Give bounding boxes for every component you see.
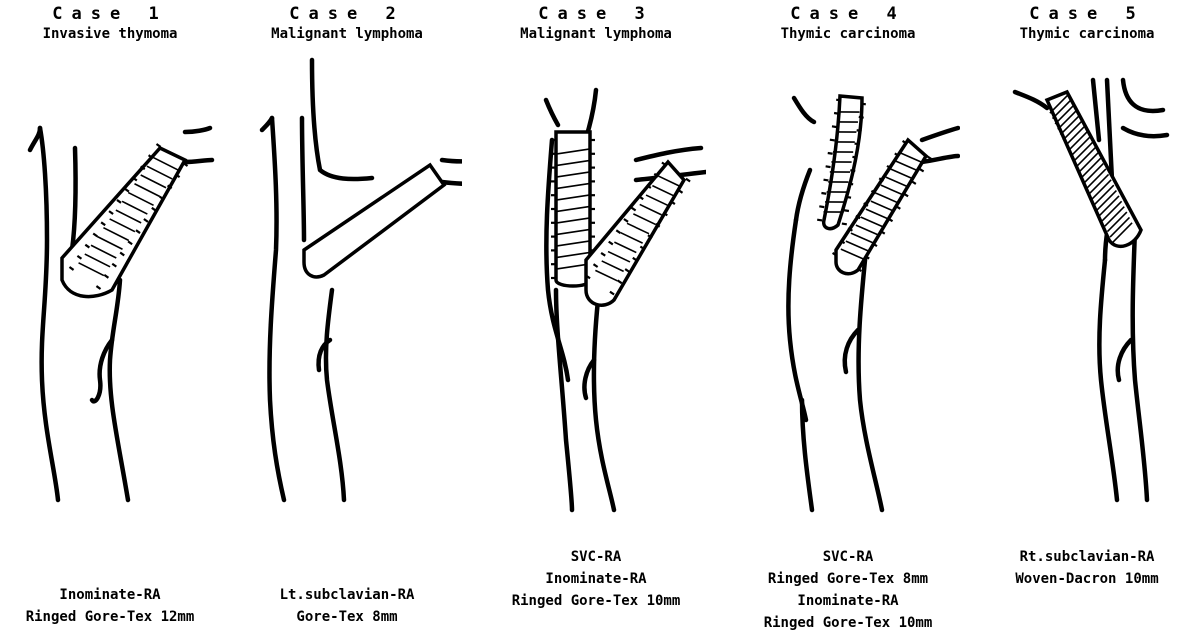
case-2-caption-line: Lt.subclavian-RA [232, 584, 462, 606]
case-5-caption-line: Rt.subclavian-RA [985, 546, 1189, 568]
case-5-graft [1047, 92, 1141, 246]
case-1-graft [62, 144, 188, 297]
suture-tick [904, 194, 908, 197]
case-4-diagram [736, 0, 960, 520]
case-3-graft-inominate [586, 162, 690, 305]
case-3-panel: Case 3 Malignant lymphoma SVC-RA Inomina… [486, 0, 706, 642]
case-5-panel: Case 5 Thymic carcinoma Rt.subclavian-RA… [985, 0, 1189, 642]
case-4-caption-line: Ringed Gore-Tex 8mm [736, 568, 960, 590]
case-2-caption: Lt.subclavian-RA Gore-Tex 8mm [232, 584, 462, 628]
suture-tick [855, 144, 860, 145]
case-2-caption-line: Gore-Tex 8mm [232, 606, 462, 628]
suture-tick [819, 206, 824, 207]
case-4-caption-line: Ringed Gore-Tex 10mm [736, 612, 960, 634]
case-4-caption-line: Inominate-RA [736, 590, 960, 612]
case-2-graft [304, 165, 444, 277]
suture-tick [834, 113, 839, 114]
case-3-caption-line: Ringed Gore-Tex 10mm [486, 590, 706, 612]
case-3-caption-line: Inominate-RA [486, 568, 706, 590]
case-4-graft-svc [817, 96, 866, 229]
suture-tick [912, 181, 916, 184]
case-4-panel: Case 4 Thymic carcinoma SVC-RA Ringed Go… [736, 0, 960, 642]
suture-tick [817, 220, 822, 221]
suture-tick [927, 156, 931, 159]
suture-tick [686, 179, 690, 182]
case-3-caption: SVC-RA Inominate-RA Ringed Gore-Tex 10mm [486, 546, 706, 612]
case-2-panel: Case 2 Malignant lymphoma Lt.subclavian-… [232, 0, 462, 642]
case-4-caption: SVC-RA Ringed Gore-Tex 8mm Inominate-RA … [736, 546, 960, 634]
suture-tick [842, 224, 847, 225]
suture-tick [832, 126, 837, 127]
suture-tick [828, 153, 833, 154]
suture-tick [859, 117, 864, 118]
case-5-caption-line: Woven-Dacron 10mm [985, 568, 1189, 590]
case-4-vessels [788, 98, 958, 510]
case-5-caption: Rt.subclavian-RA Woven-Dacron 10mm [985, 546, 1189, 590]
case-5-diagram [985, 0, 1189, 520]
suture-tick [826, 166, 831, 167]
case-1-panel: Case 1 Invasive thymoma Inominate-RA Rin… [0, 0, 220, 642]
suture-tick [857, 130, 862, 131]
case-1-diagram [0, 0, 220, 520]
case-1-caption-line: Inominate-RA [0, 584, 220, 606]
case-1-caption: Inominate-RA Ringed Gore-Tex 12mm [0, 584, 220, 628]
suture-tick [678, 190, 682, 193]
case-3-diagram [486, 0, 706, 520]
suture-tick [861, 104, 866, 105]
suture-tick [846, 197, 851, 198]
suture-tick [830, 140, 835, 141]
suture-tick [852, 157, 857, 158]
case-2-vessels [262, 60, 462, 500]
suture-tick [848, 184, 853, 185]
suture-tick [156, 144, 160, 147]
suture-tick [844, 210, 849, 211]
suture-tick [919, 169, 923, 172]
case-2-diagram [232, 0, 462, 520]
suture-tick [850, 170, 855, 171]
suture-tick [836, 100, 841, 101]
suture-tick [824, 180, 829, 181]
case-4-caption-line: SVC-RA [736, 546, 960, 568]
suture-tick [821, 193, 826, 194]
case-3-caption-line: SVC-RA [486, 546, 706, 568]
case-1-caption-line: Ringed Gore-Tex 12mm [0, 606, 220, 628]
case-1-vessels [30, 128, 212, 500]
